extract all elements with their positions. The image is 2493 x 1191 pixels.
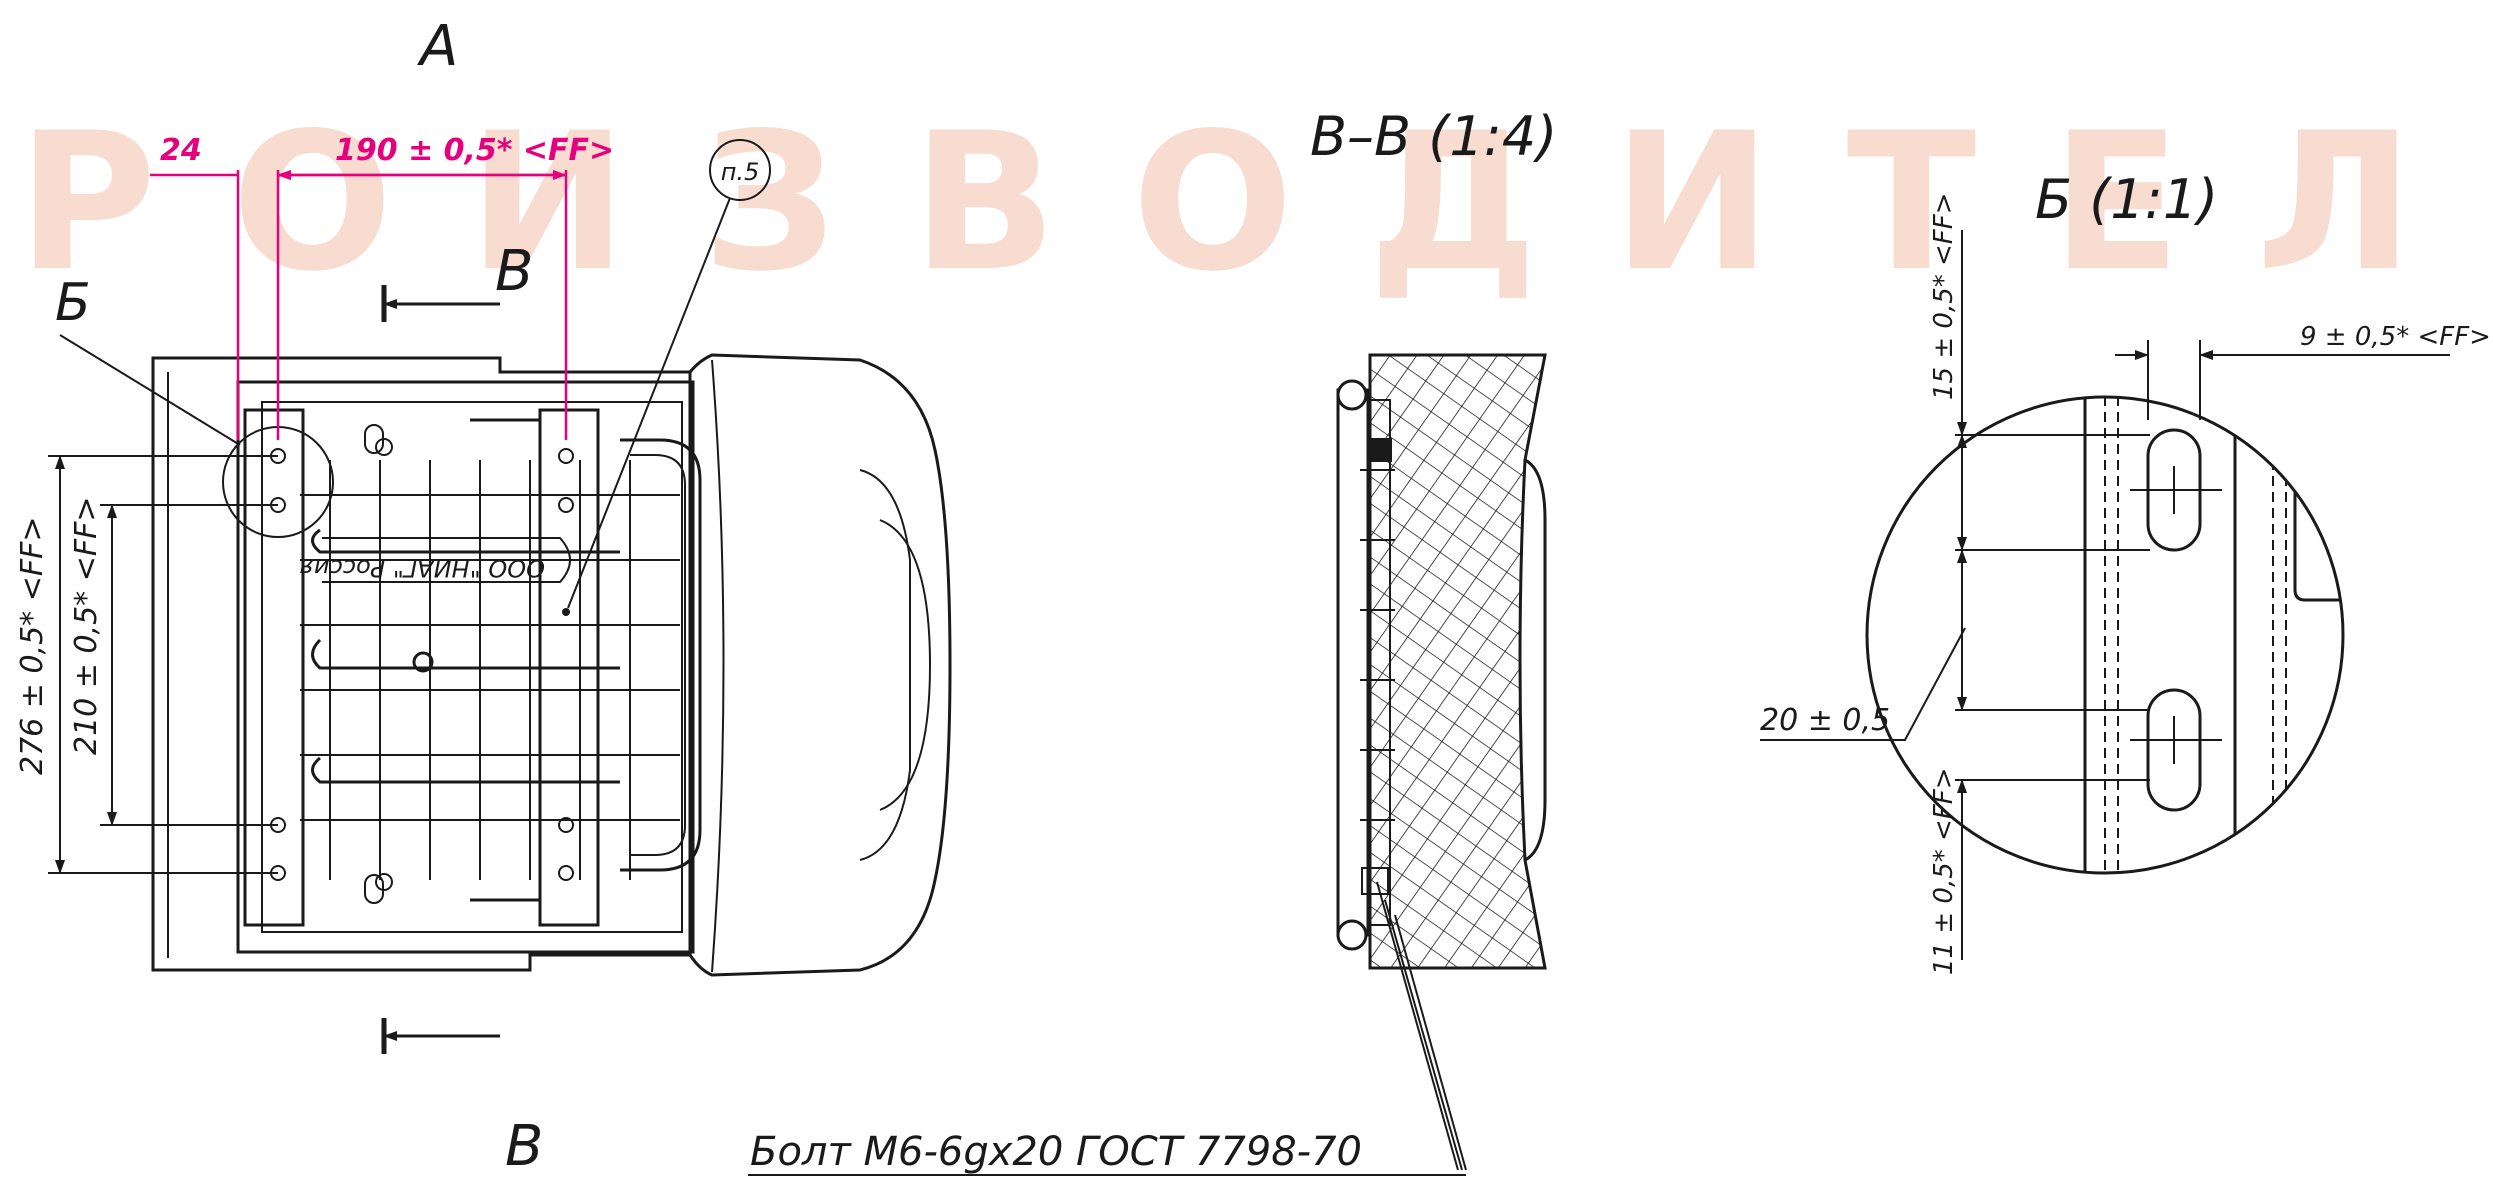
item-callout-dot [562, 608, 570, 616]
right-bracket [538, 408, 600, 927]
cushion-handle [879, 519, 932, 811]
spring-grid [300, 418, 702, 902]
cushion-side-inner [859, 469, 911, 861]
center-hole [412, 651, 434, 673]
section-mark-top: В [495, 239, 533, 304]
item-callout-leader [567, 197, 731, 609]
section-foam [1368, 353, 1547, 970]
cushion-side-seam [711, 359, 725, 973]
front-view: ООО "НИАГ" Россия [151, 353, 952, 977]
cushion-frame-inner [261, 401, 683, 933]
section-bolt-top [1368, 438, 1392, 462]
section-arrow-bottom [381, 1018, 500, 1054]
detail-mark-label: Б [55, 273, 91, 333]
dim-detail-pitch: 20 ± 0,5 [1760, 703, 1890, 738]
dim-detail-width: 9 ± 0,5* <FF> [2300, 322, 2491, 352]
section-bolt-bottom [1361, 867, 1389, 895]
section-springs [1360, 469, 1395, 821]
top-dimensions [150, 170, 568, 440]
section-tube-top [1336, 379, 1368, 411]
dim-inner-vertical: 210 ± 0,5* <FF> [69, 496, 104, 755]
view-a-label: А [417, 14, 458, 79]
section-mark-bottom: В [505, 1114, 543, 1179]
detail-view [1865, 395, 2345, 875]
dim-top-span: 190 ± 0,5* <FF> [335, 133, 614, 168]
detail-pitch-leader [1760, 627, 1966, 741]
base-plate-outline [151, 356, 692, 972]
dim-detail-bottom: 11 ± 0,5* <FF> [1929, 768, 1959, 976]
section-frame [1336, 388, 1370, 937]
left-bracket [243, 408, 305, 927]
item-callout-circle [709, 139, 771, 201]
section-tube-bottom [1336, 919, 1368, 951]
section-arrow-top [381, 285, 500, 322]
mark-plate [322, 537, 571, 583]
detail-title: Б (1:1) [2035, 168, 2218, 231]
note-leader [1376, 881, 1467, 1171]
cushion-side [688, 353, 952, 977]
watermark-text: ПРОИЗВОДИТЕЛЬ [0, 92, 2493, 313]
section-title: В–В (1:4) [1310, 105, 1557, 168]
detail-dimensions [1760, 230, 2450, 960]
left-dimensions [48, 455, 278, 874]
dim-top-left: 24 [160, 133, 202, 168]
watermark: ПРОИЗВОДИТЕЛЬ [0, 92, 2493, 313]
detail-b-leader [59, 334, 241, 446]
cushion-frame [236, 380, 695, 954]
dim-detail-top: 15 ± 0,5* <FF> [1929, 193, 1959, 401]
section-foam-edge [1524, 458, 1547, 862]
section-view [1336, 353, 1547, 970]
bolt-note: Болт М6-6gx20 ГОСТ 7798-70 [750, 1129, 1362, 1175]
item-callout: п.5 [721, 158, 760, 186]
section-bracket [1367, 399, 1391, 926]
product-mark: ООО "НИАГ" Россия [300, 554, 545, 582]
dim-outer-vertical: 276 ± 0,5* <FF> [15, 516, 50, 775]
